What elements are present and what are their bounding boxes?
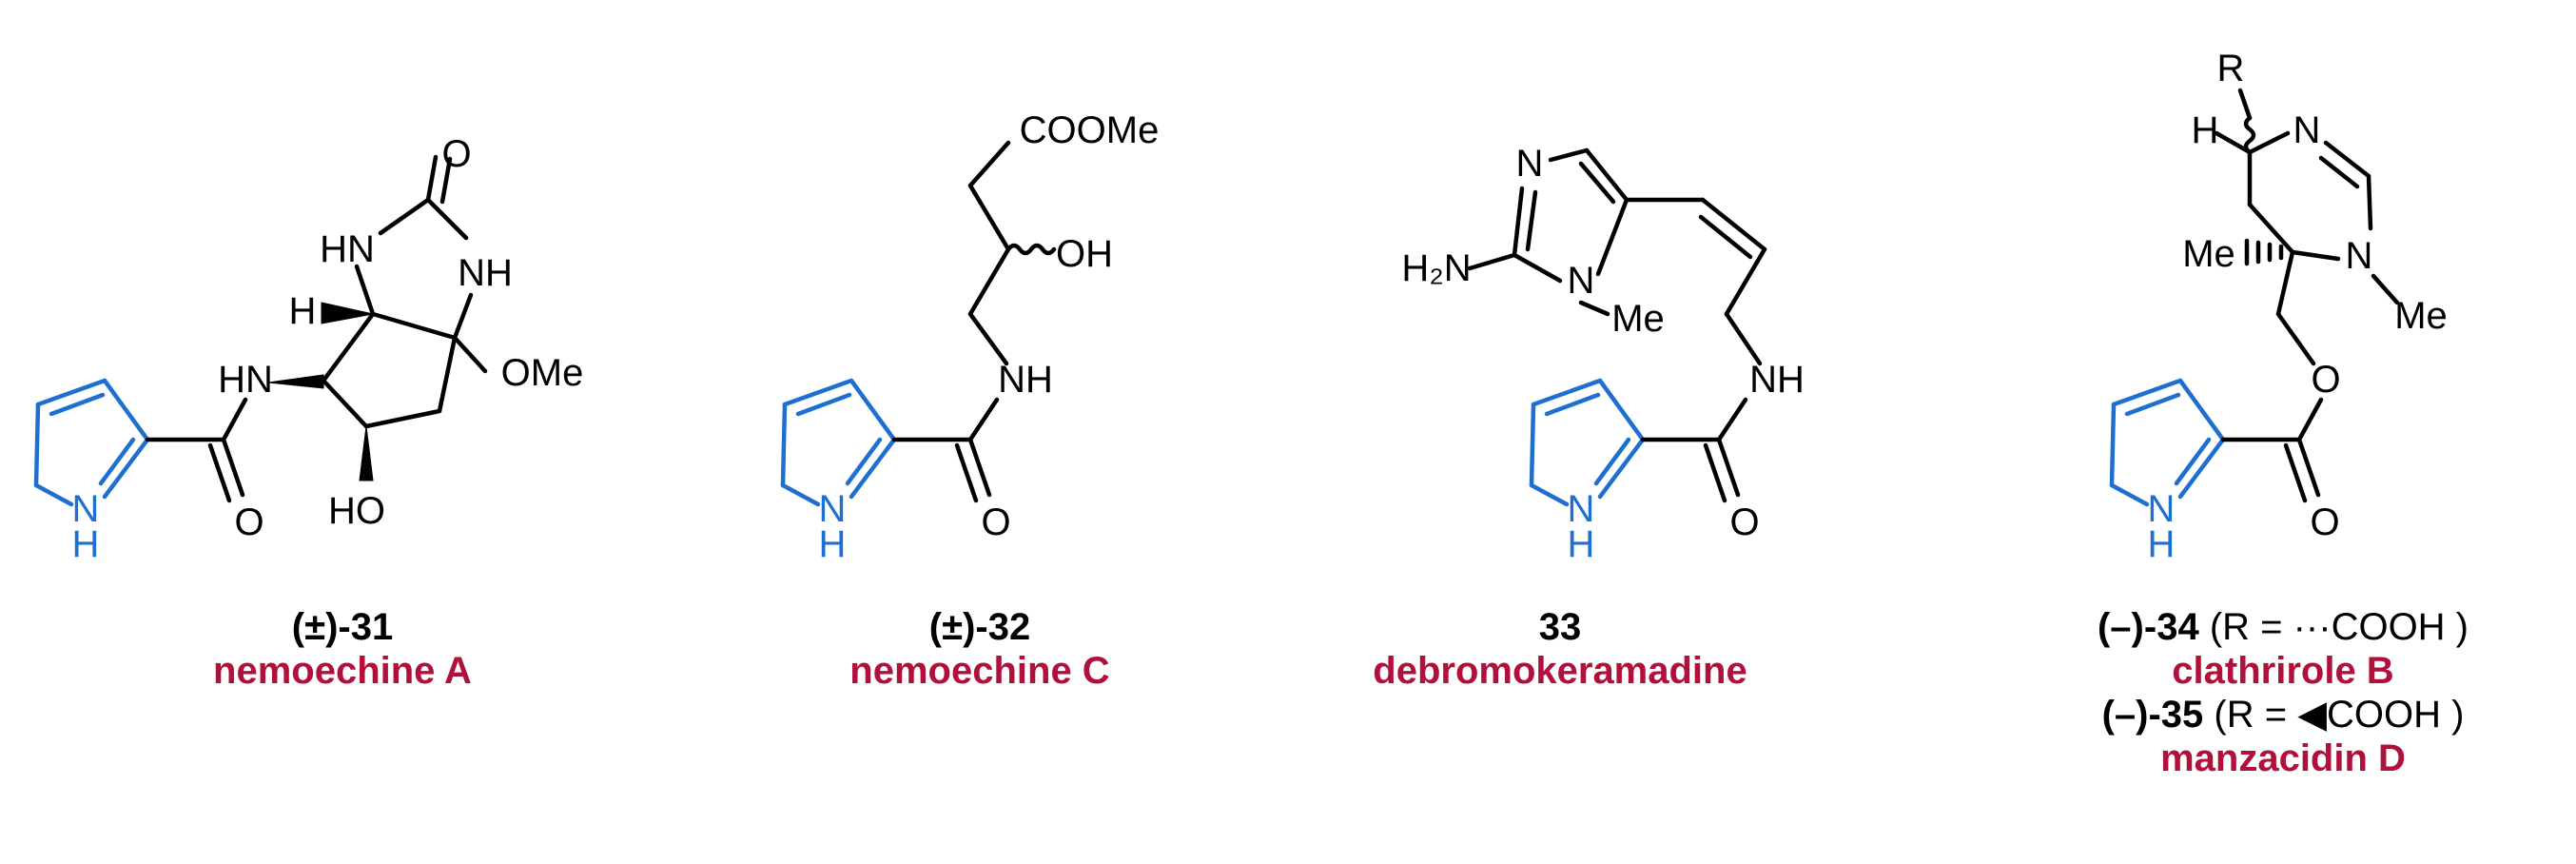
atom-r-34: R	[2217, 48, 2245, 89]
caption-34-35: (–)-34 (R = ···COOH ) clathrirole B (–)-…	[2007, 605, 2559, 780]
atom-h-31: H	[289, 290, 317, 332]
atom-h-34: H	[2192, 109, 2219, 151]
pyrrole-h-31: H	[72, 523, 100, 565]
atom-hn-31: HN	[218, 359, 273, 401]
compound-name-31: nemoechine A	[213, 650, 472, 692]
pyrrole-ring-34: N H	[2109, 378, 2226, 565]
compound-id-35: (–)-35	[2101, 694, 2204, 736]
structure-33: N H O NH N N Me H₂N	[1401, 143, 1805, 565]
structure-32: N H O NH OH COOMe	[780, 109, 1160, 565]
pyrrole-n-31: N	[72, 488, 100, 530]
compound-name-35: manzacidin D	[2160, 737, 2406, 779]
atom-nh-32: NH	[998, 359, 1053, 401]
compound-name-33: debromokeramadine	[1373, 650, 1747, 692]
atom-o-amide-33: O	[1729, 501, 1759, 543]
atom-n1-33: N	[1568, 260, 1595, 302]
atom-nh-33: NH	[1749, 359, 1805, 401]
atom-o-link-34: O	[2311, 359, 2340, 401]
atom-o-ester-34: O	[2310, 501, 2339, 543]
atom-o-urea-31: O	[441, 133, 471, 175]
caption-31: (±)-31 nemoechine A	[200, 605, 485, 693]
pyrrole-h-32: H	[819, 523, 847, 565]
atom-n3-34: N	[2293, 109, 2321, 151]
atom-n1-34: N	[2346, 235, 2373, 277]
compound-id-31: (±)-31	[291, 606, 394, 648]
atom-oh-32: OH	[1056, 233, 1113, 275]
compound-id-34-line: (–)-34 (R = ···COOH )	[2007, 605, 2559, 649]
pyrrole-h-33: H	[1568, 523, 1595, 565]
pyrrole-n-34: N	[2148, 488, 2176, 530]
atom-nh-ring-31: NH	[458, 252, 513, 294]
compound-name-32: nemoechine C	[849, 650, 1110, 692]
atom-ho-31: HO	[328, 490, 385, 532]
structure-34-35: N H O O Me H R N N Me	[2109, 48, 2448, 565]
compound-id-35-line: (–)-35 (R = ◀COOH )	[2007, 693, 2559, 736]
atom-o-amide-32: O	[981, 501, 1010, 543]
compound-name-34: clathrirole B	[2172, 650, 2394, 692]
compound-note-35: (R = ◀COOH )	[2214, 694, 2465, 736]
pyrrole-ring-32: N H	[780, 378, 897, 565]
pyrrole-n-32: N	[819, 488, 847, 530]
atom-me-33: Me	[1611, 298, 1665, 340]
atom-hn-ring-31: HN	[320, 228, 375, 270]
compound-note-34: (R = ···COOH )	[2209, 606, 2469, 648]
compound-id-32: (±)-32	[928, 606, 1031, 648]
compound-id-34: (–)-34	[2097, 606, 2199, 648]
pyrrole-h-34: H	[2148, 523, 2176, 565]
atom-n3-33: N	[1516, 143, 1544, 185]
atom-coome-32: COOMe	[1020, 109, 1160, 151]
caption-32: (±)-32 nemoechine C	[799, 605, 1161, 693]
pyrrole-n-33: N	[1568, 488, 1595, 530]
structure-31: N H O HN HO H HN O NH OMe	[33, 133, 584, 565]
atom-h2n-33: H₂N	[1401, 247, 1471, 289]
hash-bond-me-34	[2244, 238, 2284, 266]
atom-me-c-34: Me	[2182, 233, 2235, 275]
pyrrole-ring-33: N H	[1529, 378, 1646, 565]
atom-o-amide-31: O	[234, 501, 263, 543]
caption-33: 33 debromokeramadine	[1360, 605, 1760, 693]
pyrrole-ring-31: N H	[33, 378, 150, 565]
imidazole-ring-33: N N Me H₂N	[1401, 143, 1664, 340]
atom-me-n-34: Me	[2394, 295, 2448, 337]
compound-id-33: 33	[1538, 606, 1582, 648]
atom-ome-31: OMe	[501, 352, 584, 394]
